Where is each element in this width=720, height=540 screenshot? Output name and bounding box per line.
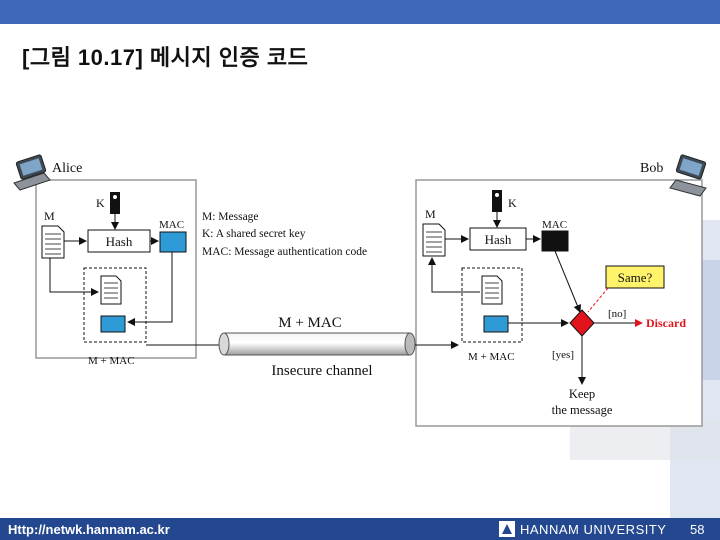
bob-document-icon — [422, 223, 446, 257]
bob-label: Bob — [640, 161, 663, 176]
alice-laptop-icon — [13, 154, 51, 191]
bob-k-label: K — [508, 196, 517, 210]
bob-laptop-icon — [669, 154, 707, 197]
alice-key-icon — [110, 192, 120, 214]
alice-mac-block — [159, 231, 187, 253]
footer-bar: Http://netwk.hannam.ac.kr HANNAM UNIVERS… — [0, 518, 720, 540]
alice-output-box — [83, 267, 147, 343]
alice-output-document-icon — [100, 275, 122, 305]
keep-label-1: Keep — [569, 387, 595, 401]
top-banner — [0, 0, 720, 24]
page-number: 58 — [690, 522, 705, 537]
alice-mac-label: MAC — [159, 219, 184, 231]
channel-label: M + MAC — [278, 315, 341, 331]
same-label: Same? — [618, 270, 653, 285]
insecure-channel-pipe — [218, 332, 416, 356]
bob-hash-label: Hash — [485, 232, 512, 247]
alice-label: Alice — [52, 161, 82, 176]
university-logo-icon — [499, 521, 515, 537]
alice-hash-label: Hash — [106, 234, 133, 249]
bob-m-label: M — [425, 207, 436, 221]
keep-label-2: the message — [552, 403, 613, 417]
footer-university: HANNAM UNIVERSITY — [520, 522, 667, 537]
discard-label: Discard — [646, 316, 686, 330]
bob-input-mac-block — [483, 315, 509, 333]
bob-input-document-icon — [481, 275, 503, 305]
yes-label: [yes] — [552, 349, 574, 361]
alice-m-plus-mac: M + MAC — [88, 355, 135, 367]
channel-caption: Insecure channel — [271, 363, 372, 379]
bob-mac-label: MAC — [542, 219, 567, 231]
bob-mac-block — [541, 230, 569, 252]
legend-m: M: Message — [202, 211, 259, 223]
bob-input-box — [461, 267, 523, 343]
bob-panel — [415, 179, 703, 427]
footer-url[interactable]: Http://netwk.hannam.ac.kr — [8, 522, 170, 537]
alice-document-icon — [41, 225, 65, 259]
no-label: [no] — [608, 308, 626, 320]
bob-m-plus-mac: M + MAC — [468, 351, 515, 363]
alice-output-mac-block — [100, 315, 126, 333]
bob-key-icon — [492, 190, 502, 212]
alice-m-label: M — [44, 209, 55, 223]
slide-title: [그림 10.17] 메시지 인증 코드 — [22, 45, 309, 70]
legend-k: K: A shared secret key — [202, 228, 306, 240]
same-callout — [605, 265, 665, 289]
alice-k-label: K — [96, 196, 105, 210]
legend-mac: MAC: Message authentication code — [202, 246, 367, 258]
